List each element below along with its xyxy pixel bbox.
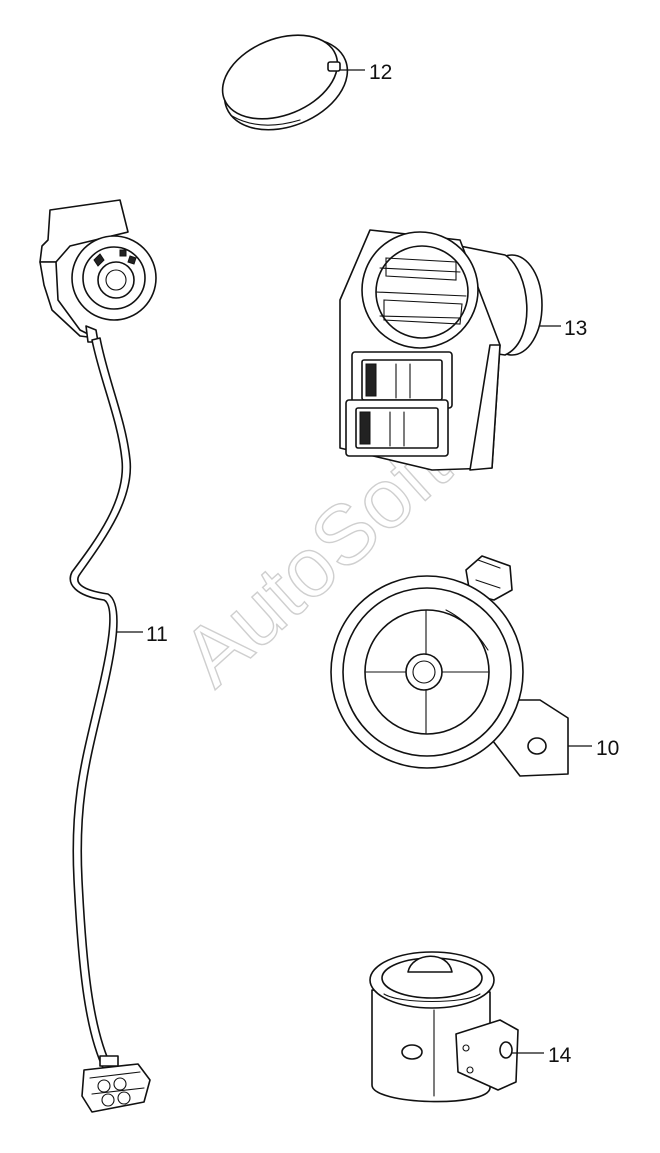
callout-11: 11 (146, 623, 168, 646)
part-11-ignition-coil (39, 199, 157, 1113)
callout-14: 14 (548, 1044, 572, 1067)
part-13-switch-module (339, 229, 543, 471)
part-12-cap (221, 34, 349, 131)
part-14-cylinder-unit (369, 951, 519, 1103)
callout-10: 10 (596, 737, 619, 760)
callout-12: 12 (369, 61, 392, 84)
part-10-horn (330, 555, 569, 777)
callout-13: 13 (564, 317, 587, 340)
